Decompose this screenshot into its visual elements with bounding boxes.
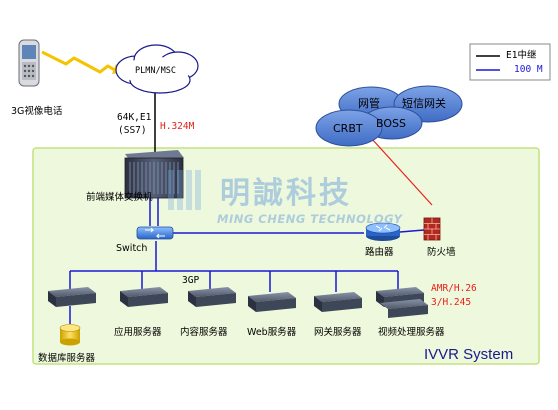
plmn-label: PLMN/MSC (135, 66, 176, 76)
link-protocol-label: H.324M (160, 121, 195, 132)
codec-label-2: 3/H.245 (431, 297, 472, 308)
server-app-1-icon (48, 287, 96, 307)
bus-3gp-label: 3GP (182, 275, 200, 286)
watermark-logo-cn: 明誠科技 (220, 176, 352, 211)
server-web-icon (248, 292, 296, 312)
wireless-link-icon (41, 50, 119, 74)
network-switch-icon (136, 226, 174, 240)
cloud-label-wangguan: 网管 (358, 97, 380, 110)
mobile-phone-icon (18, 39, 40, 87)
firewall-icon (423, 217, 441, 241)
cloud-label-boss: BOSS (376, 117, 406, 130)
links (41, 50, 433, 324)
watermark-logo-en: MING CHENG TECHNOLOGY (217, 212, 403, 226)
server-label-app: 应用服务器 (114, 327, 162, 338)
legend-lan-label: 100 M (514, 64, 543, 75)
link-ss7-label: (SS7) (118, 125, 147, 136)
server-label-gateway: 网关服务器 (314, 327, 362, 338)
firewall-link-line (361, 127, 433, 206)
media-switch-chassis-icon (124, 150, 184, 199)
server-label-web: Web服务器 (247, 327, 297, 338)
watermark-logo-icon (168, 170, 204, 210)
switch-label: Switch (116, 243, 148, 254)
cloud-label-sms: 短信网关 (402, 97, 446, 110)
management-clouds (315, 85, 463, 147)
phone-label: 3G视像电话 (11, 106, 63, 117)
database-label: 数据库服务器 (38, 353, 96, 364)
link-e1-label: 64K,E1 (117, 112, 152, 123)
cloud-label-crbt: CRBT (333, 122, 363, 135)
server-label-content: 内容服务器 (180, 327, 228, 338)
legend-e1-label: E1中继 (506, 50, 537, 61)
server-gateway-icon (314, 292, 362, 312)
router-label: 路由器 (365, 247, 394, 258)
codec-label-1: AMR/H.26 (431, 283, 477, 294)
cloud-crbt (315, 109, 383, 147)
legend (469, 43, 551, 81)
server-app-2-icon (120, 287, 168, 307)
firewall-label: 防火墙 (427, 247, 456, 258)
database-icon (59, 324, 81, 346)
system-label: IVVR System (424, 346, 514, 363)
server-content-icon (188, 287, 236, 307)
server-label-video: 视频处理服务器 (378, 327, 445, 338)
server-video-icon (376, 287, 428, 318)
gateway-label: 前端媒体交换机 (86, 192, 153, 203)
router-icon (365, 222, 401, 241)
